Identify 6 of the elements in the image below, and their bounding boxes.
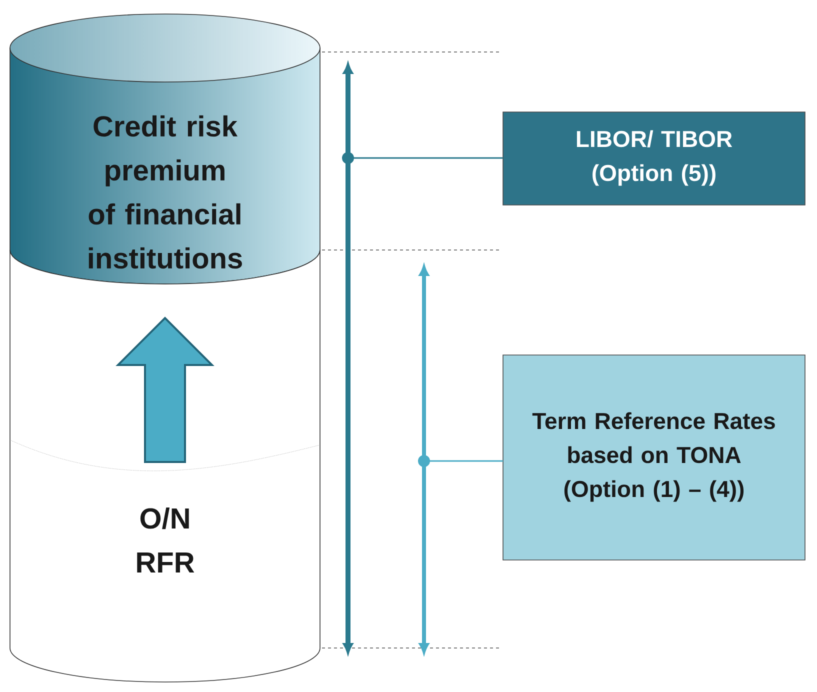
leader-line bbox=[342, 152, 503, 164]
label-box: LIBOR/ TIBOR (Option (5)) bbox=[502, 112, 806, 206]
node-label: O/N RFR bbox=[137, 507, 194, 572]
label-box: Term Reference Rates based on TONA (Option (1) – (4)) bbox=[502, 354, 806, 560]
cylinder-top: Credit risk premium of financial institutions bbox=[10, 14, 320, 284]
leader-line bbox=[418, 455, 503, 467]
